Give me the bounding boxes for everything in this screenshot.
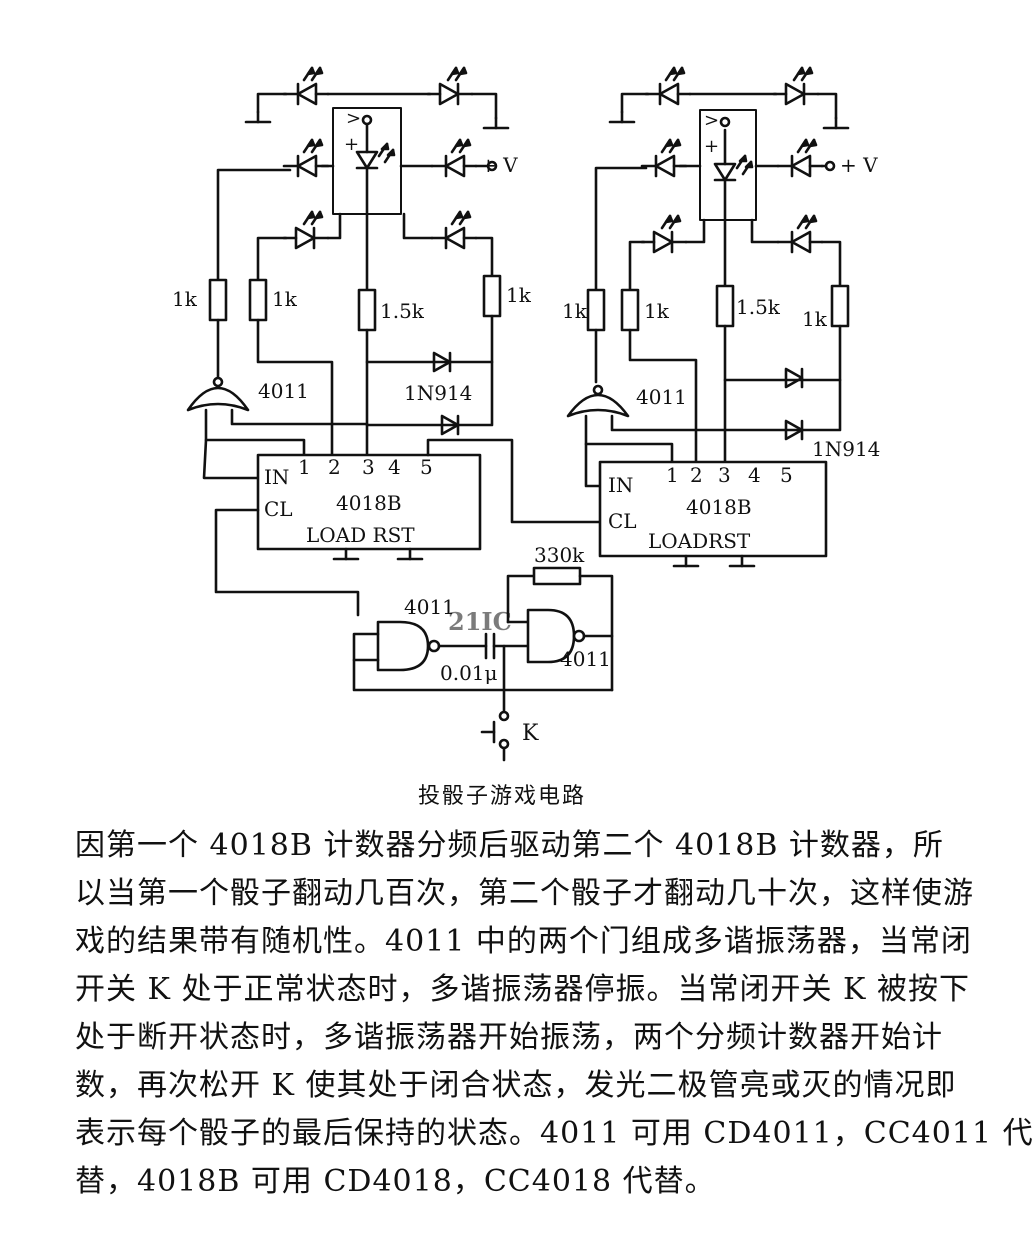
right-die-circuit xyxy=(566,66,850,568)
nand-gate-4011 xyxy=(186,386,250,412)
left-die-circuit xyxy=(186,66,602,617)
pin-cl-label: CL xyxy=(264,497,293,521)
counter-4018b-right xyxy=(598,460,828,558)
paragraph-line: 替，4018B 可用 CD4018，CC4018 代替。 xyxy=(75,1164,716,1199)
led-right-2l xyxy=(640,138,688,178)
resistor-label: 1k xyxy=(562,299,588,323)
supply-label: + V xyxy=(480,153,518,177)
resistor-label: 1k xyxy=(644,299,670,323)
load-rst-label: LOADRST xyxy=(648,529,751,553)
pin-number: 3 xyxy=(362,455,375,479)
resistor-label: 1.5k xyxy=(736,295,781,319)
nand-label: 4011 xyxy=(258,379,309,403)
pin-number: 2 xyxy=(328,455,341,479)
led-left-top-2 xyxy=(426,66,474,106)
resistor-label: 1k xyxy=(506,283,532,307)
ground-symbol xyxy=(244,110,272,124)
nand-label: 4011 xyxy=(404,595,455,619)
nand-label: 4011 xyxy=(560,647,611,671)
description-paragraph: 因第一个 4018B 计数器分频后驱动第二个 4018B 计数器，所 以当第一个… xyxy=(75,822,1034,1206)
diode-label: 1N914 xyxy=(812,437,880,461)
nand-gate-4011 xyxy=(566,393,630,418)
ground-symbol xyxy=(332,547,360,561)
dice-game-schematic: + V + V > + > + 1k 1k 1.5k 1k 1k 1k 1.5k… xyxy=(172,66,880,762)
resistor-1-5k xyxy=(715,284,735,328)
pin-in-label: IN xyxy=(608,473,633,497)
pin-cl-label: CL xyxy=(608,509,637,533)
led-plus-sign: + xyxy=(704,136,719,157)
switch-k-label: K xyxy=(522,721,539,746)
watermark-logo: 21IC xyxy=(448,607,512,636)
resistor-label: 1k xyxy=(272,287,298,311)
counter-label: 4018B xyxy=(686,495,752,519)
paragraph-line: 数，再次松开 K 使其处于闭合状态，发光二极管亮或灭的情况即 xyxy=(75,1068,957,1103)
pin-number: 5 xyxy=(420,455,433,479)
pin-in-label: IN xyxy=(264,465,289,489)
led-left-3l xyxy=(282,210,330,250)
paragraph-line: 处于断开状态时，多谐振荡器开始振荡，两个分频计数器开始计 xyxy=(75,1020,943,1055)
led-right-3l xyxy=(640,214,688,254)
ground-symbol xyxy=(672,554,700,568)
led-right-top-1 xyxy=(644,66,692,106)
resistor-1k xyxy=(482,274,502,318)
pin-number: 1 xyxy=(666,463,679,487)
led-left-center xyxy=(355,142,396,170)
led-right-center xyxy=(713,154,754,182)
nand-label: 4011 xyxy=(636,385,687,409)
resistor-label: 1.5k xyxy=(380,299,425,323)
paragraph-line: 表示每个骰子的最后保持的状态。4011 可用 CD4011，CC4011 代 xyxy=(75,1116,1034,1151)
diode-1n914 xyxy=(784,367,804,389)
led-right-3r xyxy=(776,214,824,254)
resistor-1k xyxy=(208,278,228,322)
counter-label: 4018B xyxy=(336,491,402,515)
figure-caption: 投骰子游戏电路 xyxy=(417,784,586,809)
pin-number: 4 xyxy=(748,463,761,487)
ground-symbol xyxy=(608,110,636,124)
led-left-top-1 xyxy=(282,66,330,106)
led-gt-sign: > xyxy=(704,110,719,131)
ground-symbol xyxy=(822,116,850,130)
resistor-1k xyxy=(586,288,606,332)
resistor-label: 1k xyxy=(172,287,198,311)
load-rst-label: LOAD RST xyxy=(306,523,415,547)
led-left-3r xyxy=(430,210,478,250)
oscillator-circuit xyxy=(352,566,614,762)
supply-label: + V xyxy=(840,153,878,177)
ground-symbol xyxy=(728,554,756,568)
paragraph-line: 开关 K 处于正常状态时，多谐振荡器停振。当常闭开关 K 被按下 xyxy=(75,972,970,1007)
resistor-1-5k xyxy=(357,288,377,332)
counter-4018b-left xyxy=(256,453,482,551)
ground-symbol xyxy=(482,116,510,130)
paragraph-line: 因第一个 4018B 计数器分频后驱动第二个 4018B 计数器，所 xyxy=(75,828,944,863)
nand-gate-4011-osc1 xyxy=(376,620,430,672)
resistor-1k xyxy=(830,284,850,328)
resistor-1k xyxy=(248,278,268,322)
resistor-label: 1k xyxy=(802,307,828,331)
pin-number: 3 xyxy=(718,463,731,487)
pin-number: 4 xyxy=(388,455,401,479)
led-right-top-2 xyxy=(772,66,820,106)
paragraph-line: 以当第一个骰子翻动几百次，第二个骰子才翻动几十次，这样使游 xyxy=(75,876,974,911)
paragraph-line: 戏的结果带有随机性。4011 中的两个门组成多谐振荡器，当常闭 xyxy=(75,924,972,959)
led-left-2r xyxy=(430,138,478,178)
osc-capacitor-label: 0.01μ xyxy=(440,661,498,685)
ground-symbol xyxy=(396,547,424,561)
resistor-1k xyxy=(620,288,640,332)
pin-number: 2 xyxy=(690,463,703,487)
led-right-2r xyxy=(776,138,824,178)
led-gt-sign: > xyxy=(346,108,361,129)
pin-number: 5 xyxy=(780,463,793,487)
diode-label: 1N914 xyxy=(404,381,472,405)
resistor-330k xyxy=(532,566,582,586)
led-plus-sign: + xyxy=(344,134,359,155)
osc-resistor-label: 330k xyxy=(534,543,585,567)
pin-number: 1 xyxy=(298,455,311,479)
